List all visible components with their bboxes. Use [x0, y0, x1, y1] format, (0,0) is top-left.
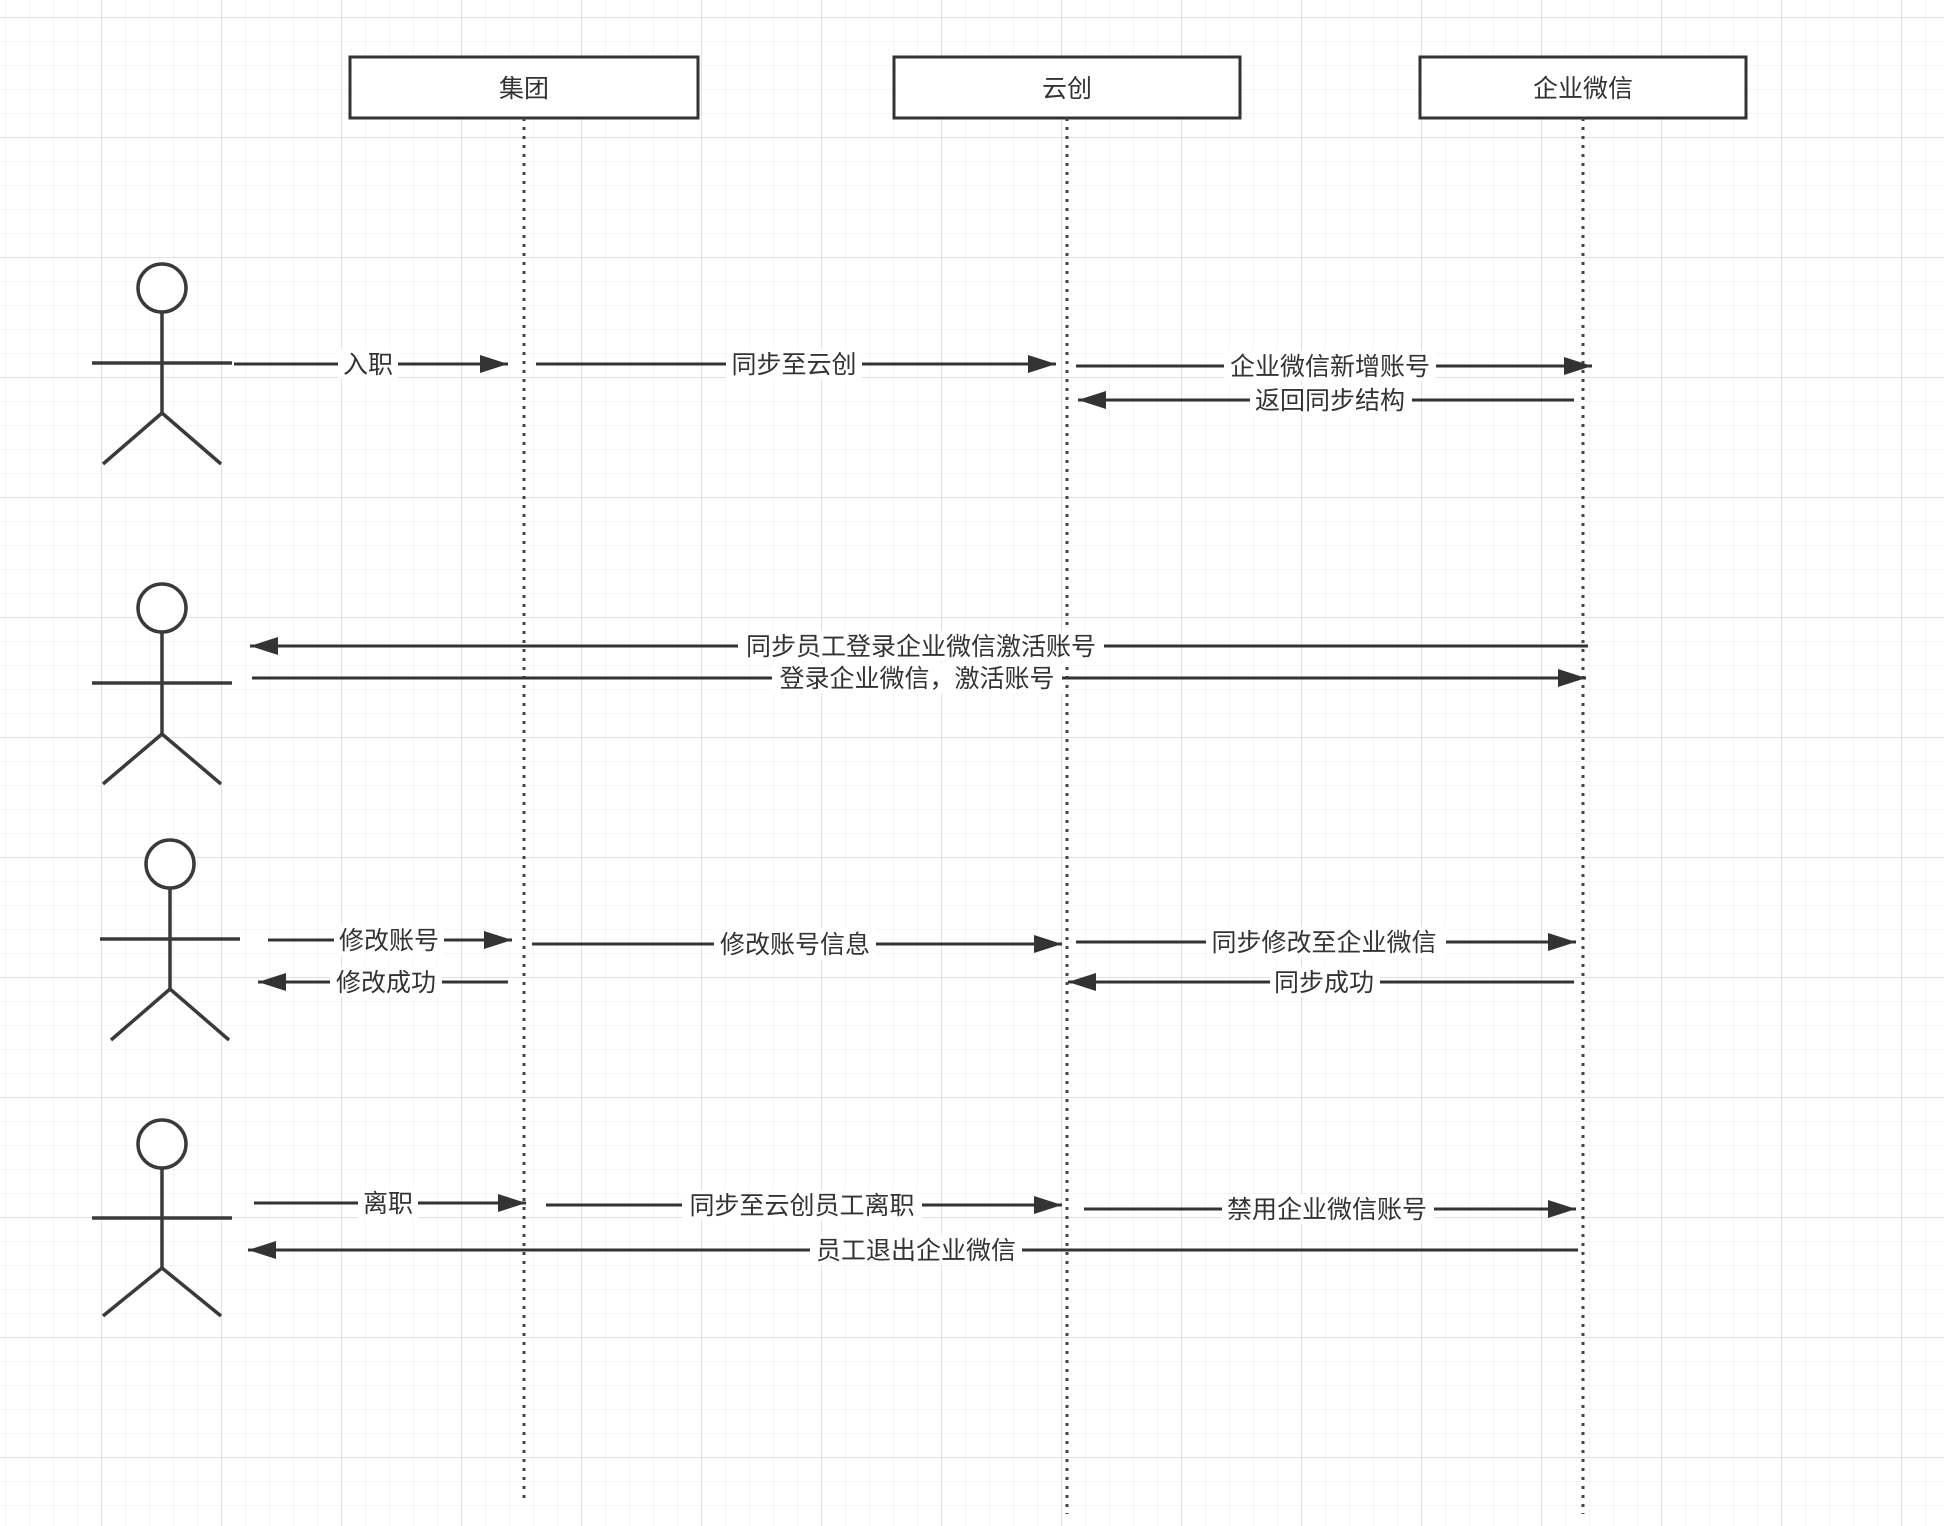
actor-4-icon[interactable] [92, 1118, 232, 1318]
message-label: 离职 [363, 1189, 413, 1218]
actor-3-icon[interactable] [100, 838, 240, 1042]
lifeline-yunchuang-box[interactable] [892, 55, 1242, 120]
lifeline-yunchuang: 云创 [892, 55, 1242, 1514]
message-arrow[interactable]: 修改账号信息 [532, 929, 1062, 959]
message-label: 同步至云创 [731, 350, 856, 379]
message-label: 修改账号信息 [720, 930, 870, 959]
lifeline-group-label: 集团 [499, 74, 549, 103]
message-arrow[interactable]: 登录企业微信，激活账号 [252, 663, 1586, 693]
message-label: 登录企业微信，激活账号 [779, 664, 1054, 693]
lifeline-yunchuang-label: 云创 [1042, 74, 1092, 103]
lifeline-group-box[interactable] [348, 55, 700, 120]
message-label: 修改成功 [336, 968, 436, 997]
lifeline-wework-label: 企业微信 [1533, 74, 1633, 103]
message-label: 员工退出企业微信 [816, 1236, 1016, 1265]
message-label: 企业微信新增账号 [1230, 352, 1430, 381]
message-label: 同步成功 [1274, 968, 1374, 997]
message-label: 修改账号 [339, 926, 439, 955]
message-arrow[interactable]: 同步员工登录企业微信激活账号 [250, 631, 1588, 661]
actor-2-icon[interactable] [92, 582, 232, 786]
message-arrow[interactable]: 修改成功 [258, 967, 508, 997]
message-arrow[interactable]: 禁用企业微信账号 [1084, 1194, 1576, 1224]
message-label: 同步修改至企业微信 [1211, 928, 1436, 957]
message-arrow[interactable]: 企业微信新增账号 [1076, 351, 1592, 381]
message-label: 返回同步结构 [1255, 386, 1405, 415]
actor-1-icon[interactable] [92, 262, 232, 466]
message-arrow[interactable]: 修改账号 [268, 925, 512, 955]
lifeline-group: 集团 [348, 55, 700, 1502]
message-label: 同步至云创员工离职 [689, 1191, 914, 1220]
lifeline-wework: 企业微信 [1418, 55, 1748, 1514]
message-label: 同步员工登录企业微信激活账号 [746, 632, 1096, 661]
message-arrow[interactable]: 同步至云创员工离职 [546, 1190, 1062, 1220]
message-arrow[interactable]: 员工退出企业微信 [248, 1235, 1578, 1265]
message-arrow[interactable]: 入职 [234, 349, 508, 379]
messages-layer: 入职 同步至云创 企业微信新增账号 返回同步结构 [234, 349, 1592, 1265]
message-label: 入职 [343, 350, 393, 379]
message-label: 禁用企业微信账号 [1227, 1195, 1427, 1224]
message-arrow[interactable]: 同步成功 [1068, 967, 1574, 997]
message-arrow[interactable]: 同步至云创 [536, 349, 1056, 379]
message-arrow[interactable]: 离职 [254, 1188, 526, 1218]
message-arrow[interactable]: 返回同步结构 [1078, 385, 1574, 415]
message-arrow[interactable]: 同步修改至企业微信 [1076, 927, 1576, 957]
